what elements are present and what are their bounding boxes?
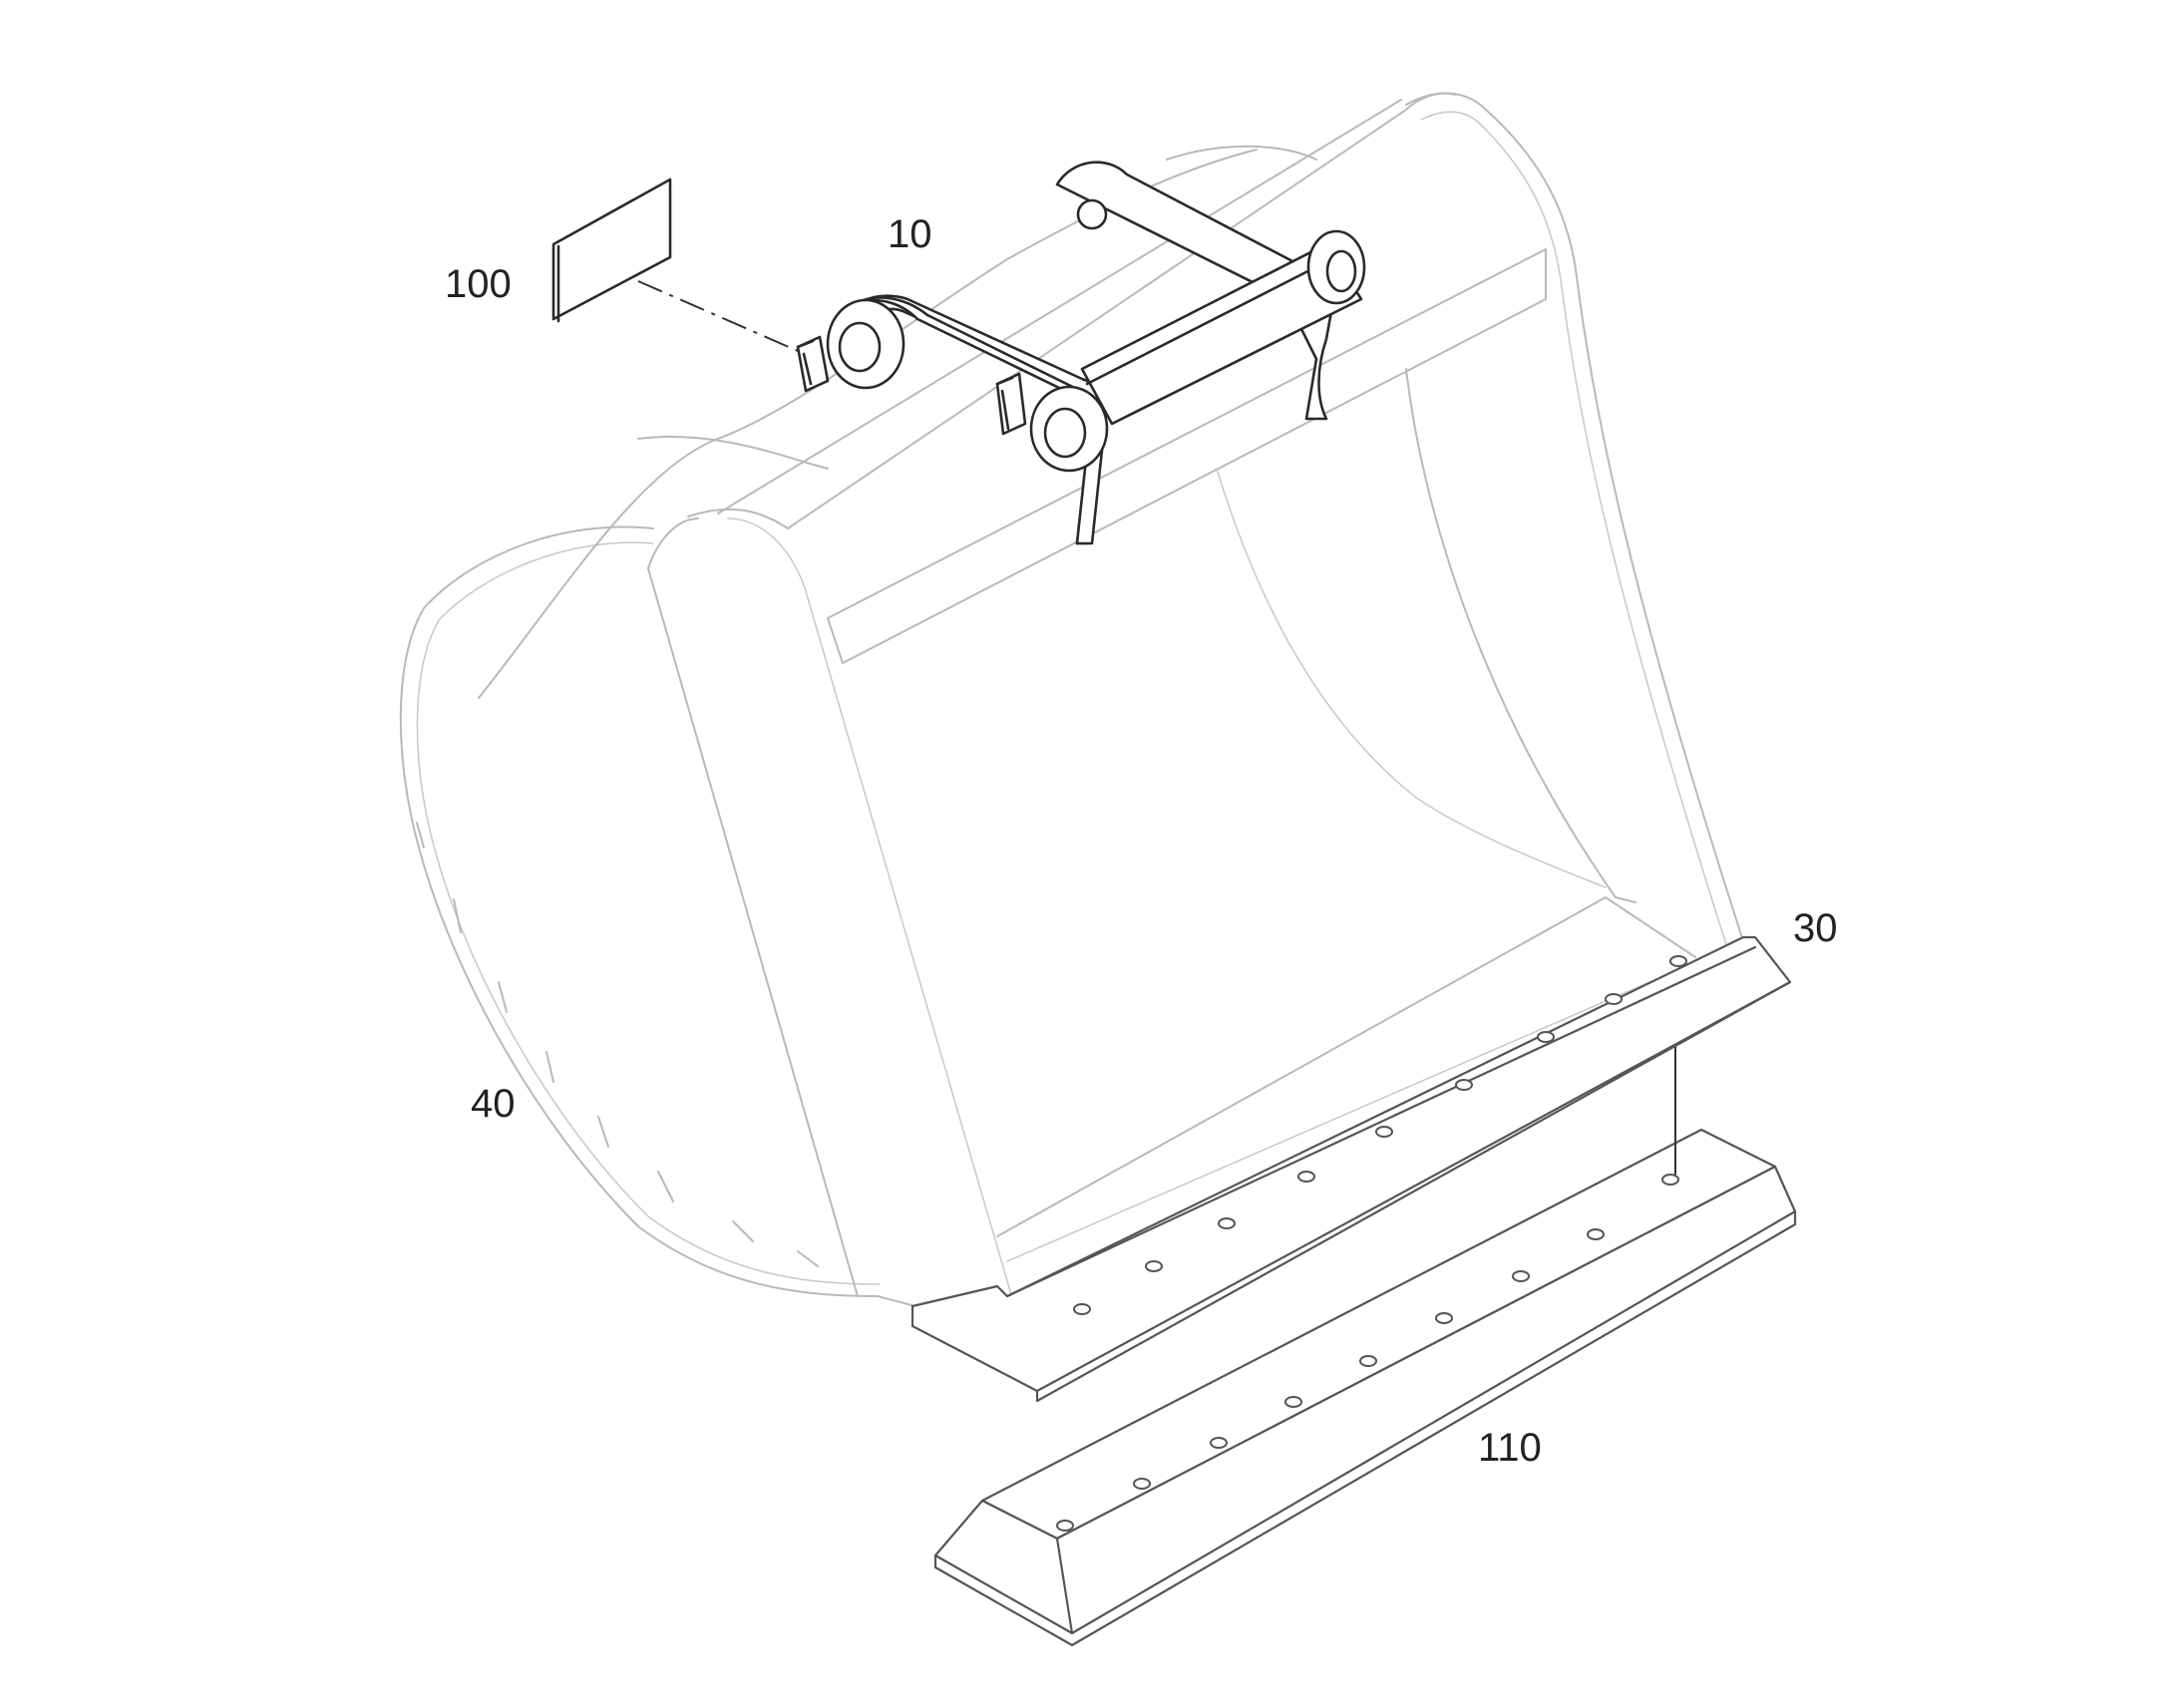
- bucket-left-side-plate: [399, 525, 916, 1307]
- bucket-top-beam-top: [717, 99, 1402, 514]
- edge-hole: [1435, 1312, 1453, 1324]
- tag-plate-100: [551, 177, 799, 352]
- base-hole: [1218, 1217, 1236, 1229]
- bucket-right-side-plate-inner: [1420, 111, 1731, 958]
- edge-hole: [1284, 1396, 1302, 1408]
- ref-label-100: 100: [445, 262, 512, 306]
- base-hole: [1537, 1031, 1555, 1043]
- bucket-right-side-plate: [1405, 92, 1756, 973]
- base-hole: [1605, 993, 1623, 1005]
- edge-hole: [1133, 1478, 1151, 1490]
- cutting-edge-110: [933, 1047, 1797, 1647]
- bucket-floor-inner: [1006, 961, 1696, 1262]
- edge-hole: [1056, 1520, 1074, 1532]
- bracket-pin-boss-upper-inner: [838, 321, 882, 373]
- bucket-body: [399, 92, 1756, 1367]
- bucket-side-wear-strips: [416, 822, 819, 1267]
- cutting-edge-110-lower: [933, 1209, 1797, 1647]
- base-hole: [1073, 1303, 1091, 1315]
- edge-hole: [1359, 1355, 1377, 1367]
- base-plate-30-outline: [910, 935, 1792, 1403]
- base-hole: [1669, 955, 1687, 967]
- bracket-pin-boss-right-inner: [1325, 249, 1357, 293]
- edge-hole: [1661, 1174, 1679, 1186]
- base-plate-30-edge: [1005, 945, 1792, 1393]
- cutting-edge-base-30: [910, 935, 1792, 1403]
- bracket-pin-boss-front-inner: [1043, 407, 1087, 459]
- ref-label-40: 40: [471, 1082, 516, 1126]
- bucket-right-side-inner-edge: [1405, 368, 1636, 903]
- bucket-back-top-curve-2: [1166, 145, 1317, 161]
- cutting-edge-110-bevel-line: [1055, 1537, 1074, 1635]
- edge-hole: [1512, 1270, 1530, 1282]
- bucket-top-beam-left: [647, 517, 859, 1297]
- base-hole: [1297, 1171, 1315, 1183]
- bucket-interior-back: [1216, 468, 1607, 888]
- bracket-ear-hole: [1076, 198, 1108, 230]
- bucket-top-beam-left-inner: [727, 517, 1033, 1367]
- bucket-back-top-curve: [637, 435, 829, 470]
- tag-plate-100-leader-dash: [637, 280, 799, 352]
- bucket-floor: [996, 896, 1696, 1237]
- bucket-top-beam-front: [827, 248, 1547, 664]
- ref-label-30: 30: [1793, 906, 1838, 950]
- base-hole: [1145, 1260, 1163, 1272]
- edge-hole: [1587, 1228, 1605, 1240]
- base-hole: [1455, 1079, 1473, 1091]
- bucket-left-side-plate-inner: [416, 541, 881, 1285]
- bracket-lock-clip-right-face: [995, 376, 1014, 431]
- base-hole: [1375, 1126, 1393, 1138]
- ref-label-10: 10: [888, 212, 932, 256]
- tag-plate-100-outline: [551, 177, 672, 321]
- mounting-bracket-10: [796, 161, 1366, 545]
- bracket-pin-tube-top: [1085, 257, 1333, 386]
- edge-hole: [1210, 1437, 1228, 1449]
- bracket-lock-clip-left-face: [796, 339, 815, 386]
- ref-label-110: 110: [1478, 1426, 1542, 1470]
